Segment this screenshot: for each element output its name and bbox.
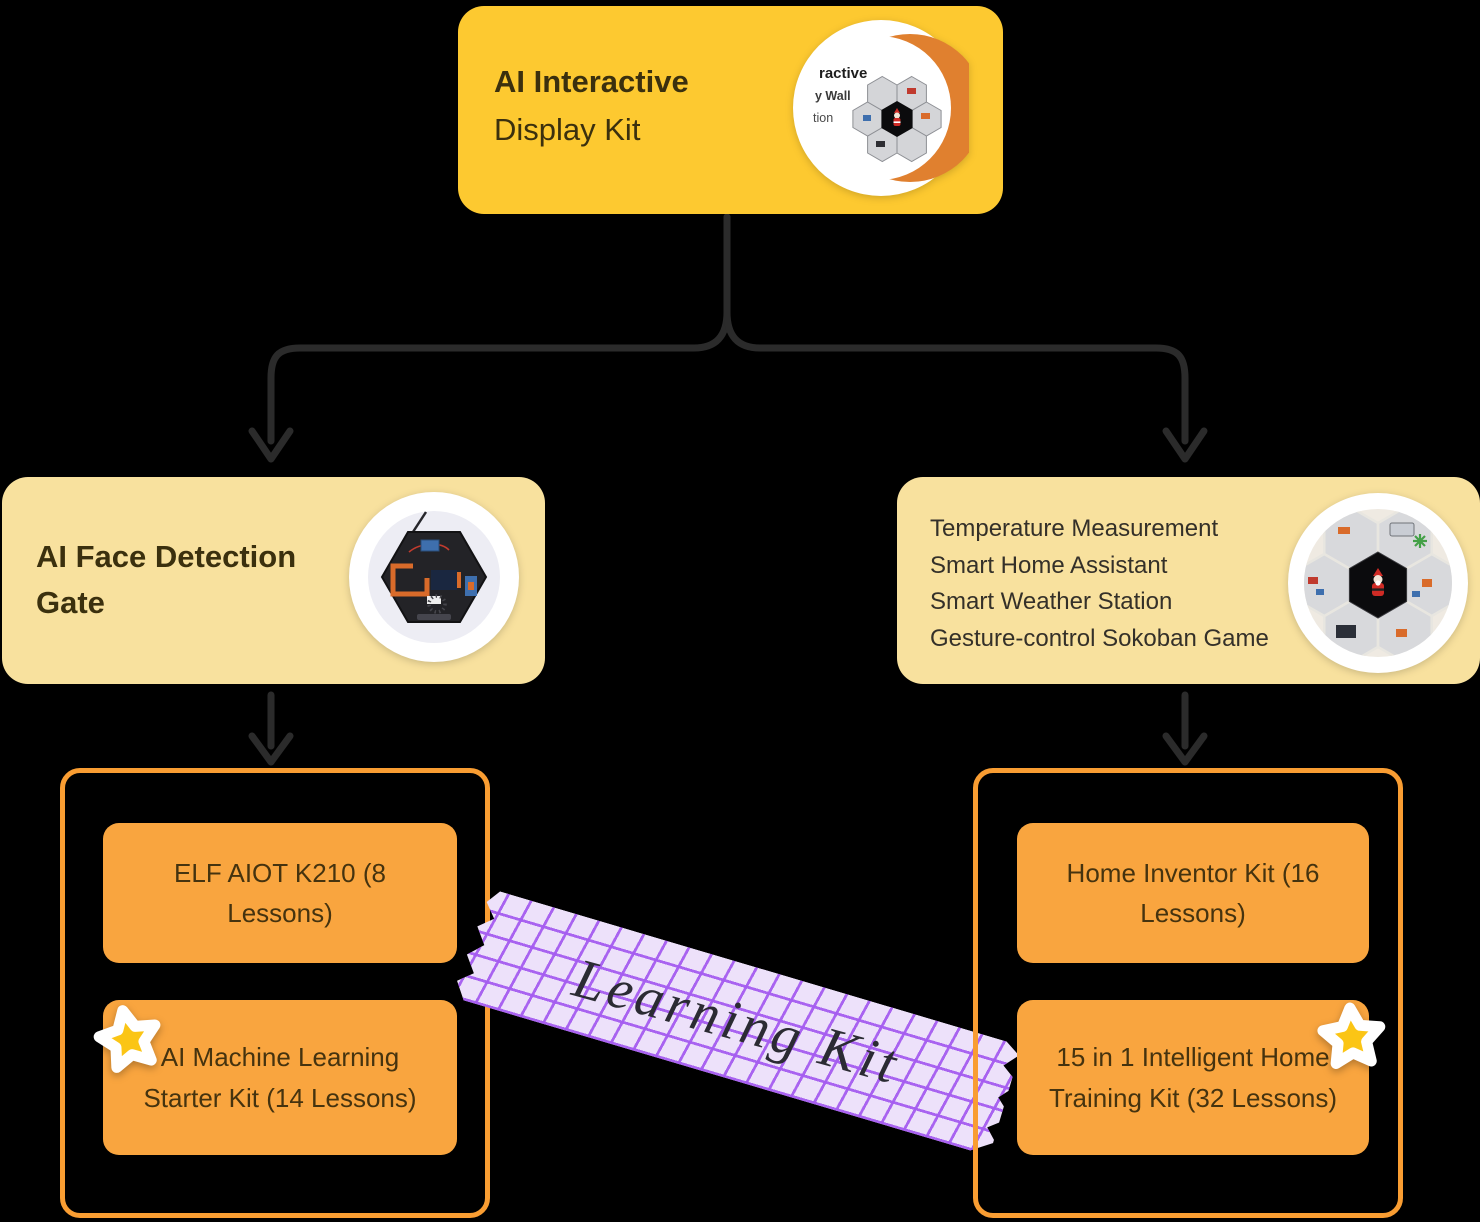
down-arrowhead-left [248, 732, 294, 766]
down-arrowhead-right [1162, 732, 1208, 766]
logo-text-fragment-3: tion [813, 111, 833, 125]
node-title-line1: AI Interactive [494, 64, 689, 99]
kit-item-label: Home Inventor Kit (16 Lessons) [1066, 857, 1320, 928]
node-title-line2: Display Kit [494, 112, 641, 147]
feature-line: Smart Weather Station [930, 588, 1173, 615]
hex-kit-photo [1288, 493, 1468, 673]
hexagon-cluster-icon [852, 75, 942, 163]
kit-item: Home Inventor Kit (16 Lessons) [1017, 823, 1369, 963]
node-title: AI Interactive Display Kit [494, 58, 689, 154]
arrowhead-left [248, 427, 294, 463]
santa-icon [893, 108, 901, 126]
branch-left-line [267, 213, 731, 445]
kit-item: AI Machine Learning Starter Kit (14 Less… [103, 1000, 457, 1155]
kit-item: 15 in 1 Intelligent Home Training Kit (3… [1017, 1000, 1369, 1155]
arrowhead-right [1162, 427, 1208, 463]
learning-kit-group-left: ELF AIOT K210 (8 Lessons) AI Machine Lea… [60, 768, 490, 1218]
logo-text-fragment-1: ractive [819, 65, 867, 82]
display-wall-logo-badge: ractive y Wall tion [793, 20, 969, 196]
snowflake-decoration [1413, 534, 1427, 548]
node-title: AI Face Detection Gate [36, 539, 297, 620]
washi-tape-learning-kit: Learning Kit [452, 887, 1022, 1156]
feature-line: Gesture-control Sokoban Game [930, 624, 1269, 652]
feature-line: Smart Home Assistant [930, 551, 1168, 579]
branch-right-line [723, 213, 1189, 445]
face-gate-device-photo [349, 492, 519, 662]
feature-list: Temperature Measurement Smart Home Assis… [930, 511, 1300, 657]
tape-label: Learning Kit [566, 946, 908, 1097]
star-icon [93, 1005, 161, 1073]
star-icon [1317, 1002, 1386, 1069]
feature-line: Temperature Measurement [930, 515, 1219, 542]
kit-item: ELF AIOT K210 (8 Lessons) [103, 823, 457, 963]
kit-item-label: AI Machine Learning Starter Kit (14 Less… [143, 1042, 417, 1113]
speaker-grille [427, 594, 447, 614]
kit-item-label: 15 in 1 Intelligent Home Training Kit (3… [1048, 1042, 1338, 1113]
santa-icon [1372, 568, 1384, 596]
logo-text-fragment-2: y Wall [815, 89, 851, 103]
learning-kit-group-right: Home Inventor Kit (16 Lessons) 15 in 1 I… [973, 768, 1403, 1218]
kit-item-label: ELF AIOT K210 (8 Lessons) [174, 857, 386, 928]
